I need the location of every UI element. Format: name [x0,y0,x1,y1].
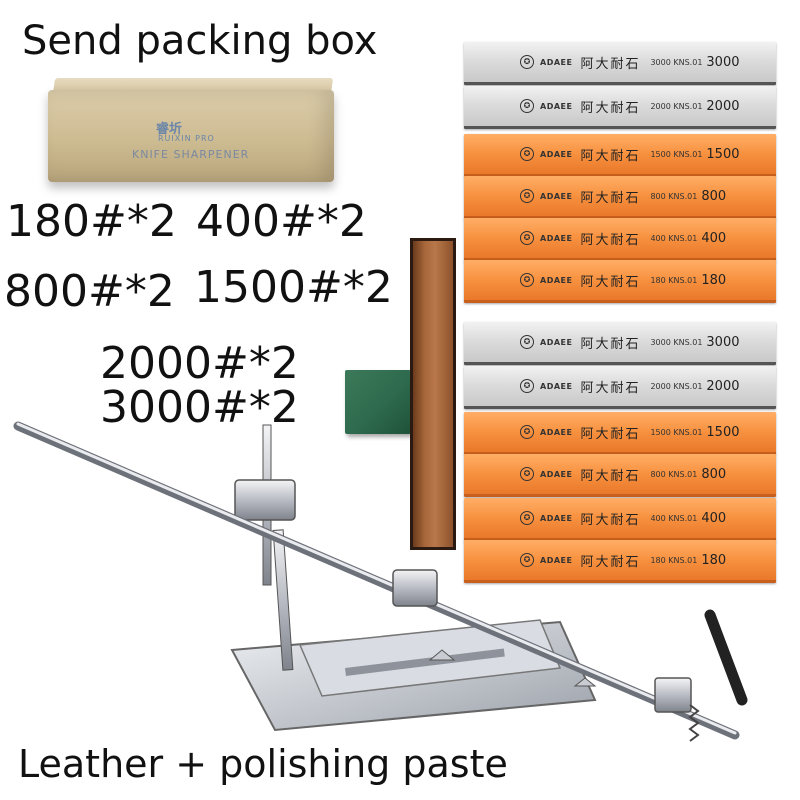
whetstone-brand: ADAEE [540,381,573,391]
box-label: KNIFE SHARPENER [132,148,250,161]
whetstone-grit: 1500 [706,424,740,440]
whetstone-cn: 阿大耐石 [580,426,641,442]
whetstone-grit: 3000 [706,54,740,70]
whetstone-grit: 1500 [706,146,740,162]
whetstone-brand: ADAEE [540,233,573,243]
whetstone-grit: 180 [701,272,727,288]
whetstone-grit: 400 [701,510,727,526]
grit-line: 800#*2 [4,266,175,317]
star-logo-icon: ✪ [520,553,534,567]
whetstone-code: 1500 KNS.01 [650,427,703,437]
star-logo-icon: ✪ [520,147,534,161]
headline-bottom: Leather + polishing paste [18,742,508,786]
whetstone-code: 180 KNS.01 [650,275,698,285]
star-logo-icon: ✪ [520,379,534,393]
whetstone-cn: 阿大耐石 [580,148,641,164]
star-logo-icon: ✪ [520,425,534,439]
star-logo-icon: ✪ [520,231,534,245]
star-logo-icon: ✪ [520,189,534,203]
headline-top: Send packing box [22,18,378,64]
star-logo-icon: ✪ [520,99,534,113]
whetstone-cn: 阿大耐石 [580,468,641,484]
whetstone-brand: ADAEE [540,513,573,523]
whetstone-brand: ADAEE [540,275,573,285]
whetstone-code: 3000 KNS.01 [650,57,703,67]
star-logo-icon: ✪ [520,273,534,287]
whetstone-code: 800 KNS.01 [650,469,698,479]
polishing-paste-image [345,370,411,434]
whetstone-code: 800 KNS.01 [650,191,698,201]
whetstone-cn: 阿大耐石 [580,190,641,206]
box-logo: 睿圻 [156,122,183,137]
whetstone-cn: 阿大耐石 [580,56,641,72]
whetstone-code: 400 KNS.01 [650,233,698,243]
whetstone-code: 180 KNS.01 [650,555,698,565]
whetstone-cn: 阿大耐石 [580,554,641,570]
star-logo-icon: ✪ [520,55,534,69]
whetstone-grit: 400 [701,230,727,246]
whetstone-cn: 阿大耐石 [580,232,641,248]
whetstone-brand: ADAEE [540,57,573,67]
whetstone-brand: ADAEE [540,469,573,479]
grit-line: 180#*2 [6,196,177,247]
grit-line: 1500#*2 [194,262,393,313]
star-logo-icon: ✪ [520,511,534,525]
whetstone-brand: ADAEE [540,149,573,159]
whetstone-cn: 阿大耐石 [580,336,641,352]
star-logo-icon: ✪ [520,335,534,349]
whetstone-grit: 2000 [706,98,740,114]
whetstone-brand: ADAEE [540,337,573,347]
whetstone-cn: 阿大耐石 [580,100,641,116]
whetstone-cn: 阿大耐石 [580,380,641,396]
whetstone-brand: ADAEE [540,427,573,437]
grit-line: 400#*2 [196,196,367,247]
whetstone-code: 1500 KNS.01 [650,149,703,159]
whetstone-brand: ADAEE [540,191,573,201]
whetstone-code: 400 KNS.01 [650,513,698,523]
whetstone-cn: 阿大耐石 [580,512,641,528]
whetstone-grit: 3000 [706,334,740,350]
star-logo-icon: ✪ [520,467,534,481]
whetstone-grit: 800 [701,466,727,482]
whetstone-cn: 阿大耐石 [580,274,641,290]
whetstone-grit: 180 [701,552,727,568]
packing-box-image: 睿圻 RUIXIN PRO KNIFE SHARPENER [48,78,338,186]
box-brand: RUIXIN PRO [158,134,215,143]
sharpener-frame-image [13,421,748,742]
whetstone-grit: 2000 [706,378,740,394]
whetstone-code: 2000 KNS.01 [650,101,703,111]
leather-strop-image [410,238,456,550]
whetstone-grit: 800 [701,188,727,204]
whetstone-brand: ADAEE [540,101,573,111]
grit-line: 2000#*2 [100,338,299,389]
whetstone-code: 2000 KNS.01 [650,381,703,391]
whetstone-code: 3000 KNS.01 [650,337,703,347]
whetstone-brand: ADAEE [540,555,573,565]
